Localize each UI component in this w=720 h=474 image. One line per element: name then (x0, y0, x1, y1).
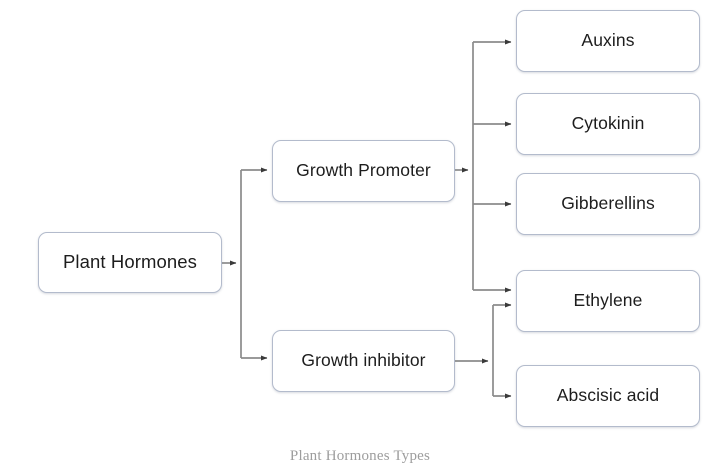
node-auxins[interactable]: Auxins (516, 10, 700, 72)
node-growth-promoter-label: Growth Promoter (296, 160, 431, 181)
diagram-caption: Plant Hormones Types (289, 448, 431, 464)
node-plant-hormones-label: Plant Hormones (62, 251, 198, 273)
node-abscisic-acid-label: Abscisic acid (556, 385, 660, 406)
node-gibberellins[interactable]: Gibberellins (516, 173, 700, 235)
node-auxins-label: Auxins (581, 30, 635, 51)
node-ethylene[interactable]: Ethylene (516, 270, 700, 332)
node-growth-inhibitor[interactable]: Growth inhibitor (272, 330, 455, 392)
node-growth-inhibitor-label: Growth inhibitor (301, 350, 426, 371)
node-abscisic-acid[interactable]: Abscisic acid (516, 365, 700, 427)
node-growth-promoter[interactable]: Growth Promoter (272, 140, 455, 202)
node-plant-hormones[interactable]: Plant Hormones (38, 232, 222, 293)
node-cytokinin-label: Cytokinin (571, 113, 645, 134)
node-cytokinin[interactable]: Cytokinin (516, 93, 700, 155)
node-gibberellins-label: Gibberellins (561, 193, 655, 214)
node-ethylene-label: Ethylene (573, 290, 643, 311)
